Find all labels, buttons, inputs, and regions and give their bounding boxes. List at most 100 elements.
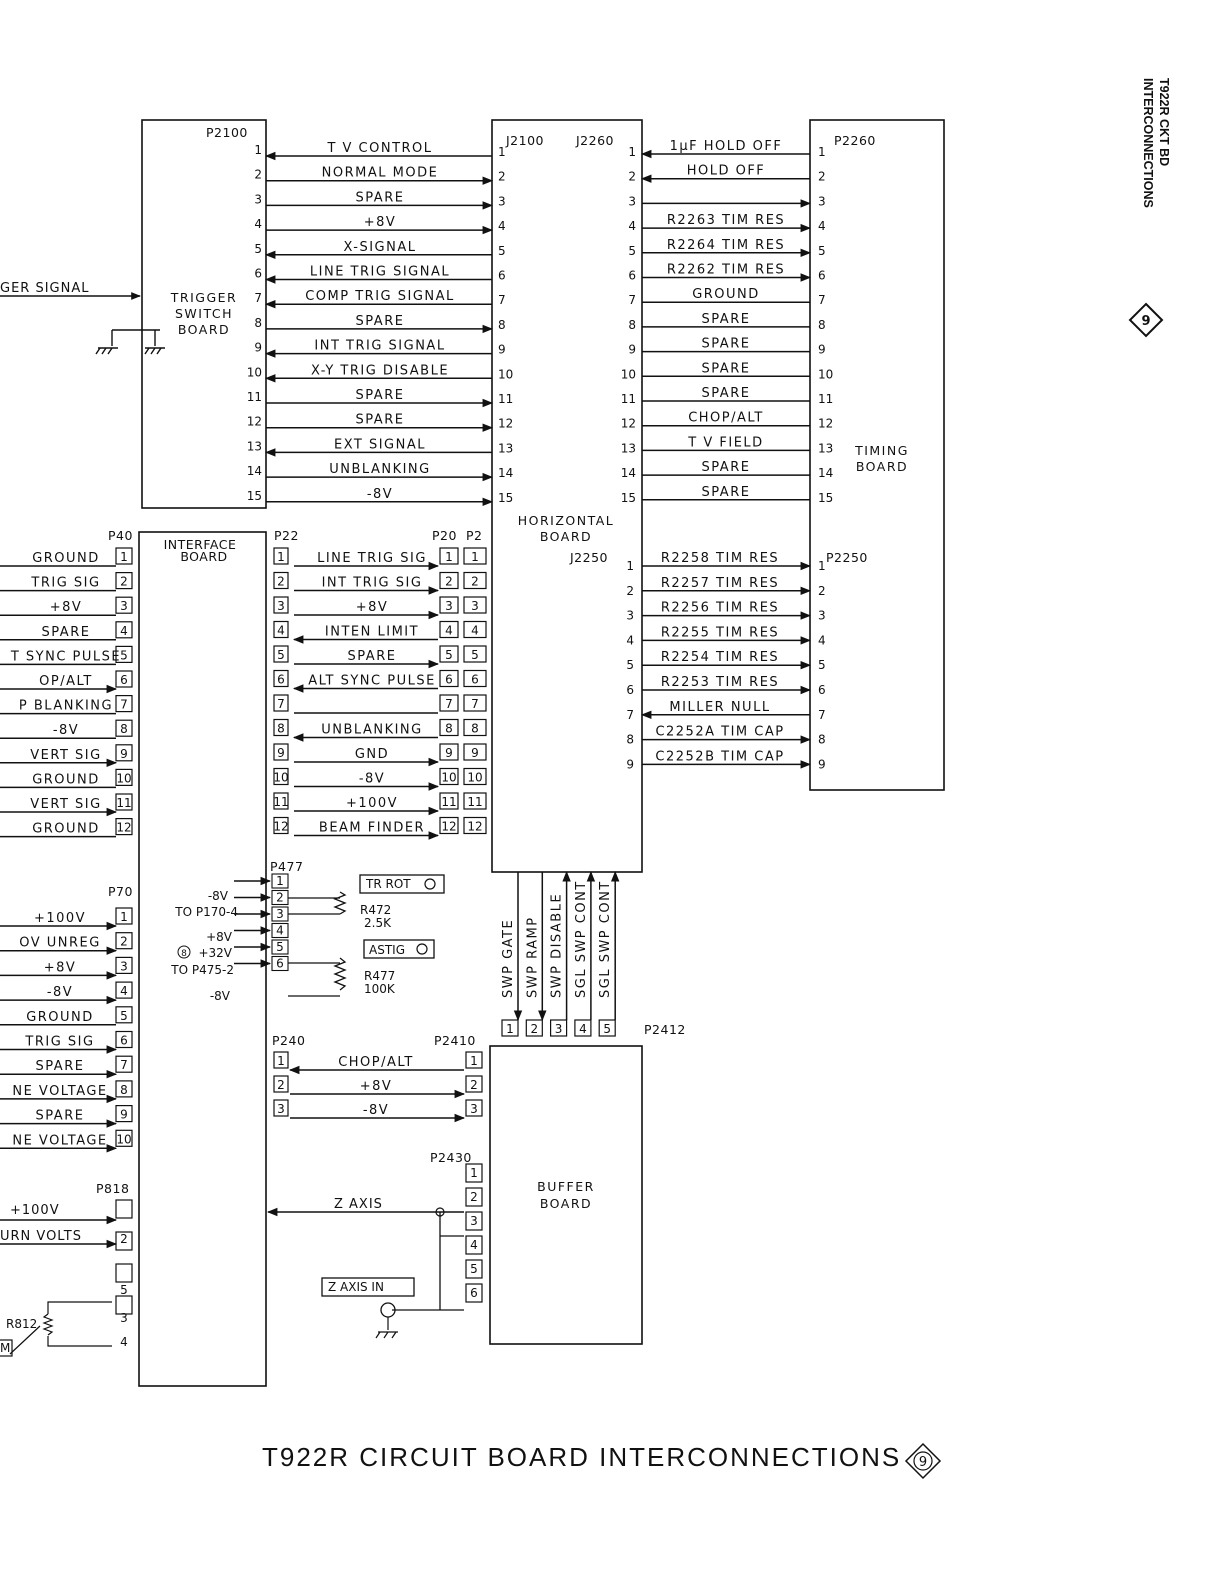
p2412-pin-box <box>598 1019 616 1037</box>
bottom-badge-icon: 9 <box>904 1442 942 1480</box>
j2250-signal-label: C2252B TIM CAP <box>655 749 784 764</box>
p2-pin-box <box>463 694 487 712</box>
p20-pin-box <box>439 547 459 565</box>
p70-pin-number: 10 <box>116 1132 131 1146</box>
p2410-label: P2410 <box>434 1033 476 1048</box>
p40-pin-box <box>115 645 133 664</box>
p2100-pin-number: 9 <box>254 341 262 355</box>
p2260-pin-number: 3 <box>818 194 826 208</box>
p40-pin-number: 1 <box>120 550 128 564</box>
p70-signal-label: SPARE <box>36 1109 85 1124</box>
j2100-signal-label: SPARE <box>356 388 405 403</box>
p818-label: P818 <box>96 1181 129 1196</box>
p70-pin-box <box>115 1104 133 1123</box>
interface-board-outline <box>138 531 267 1387</box>
p477-pin-number: 5 <box>276 940 284 954</box>
p2-pin-box <box>463 596 487 614</box>
j2260-pin-number: 4 <box>628 219 636 233</box>
p2-pin-number: 11 <box>467 795 482 809</box>
p40-pin-number: 9 <box>120 747 128 761</box>
p2-pin-number: 6 <box>471 673 479 687</box>
p477-pin-number: 4 <box>276 924 284 938</box>
p70-pin-number: 1 <box>120 910 128 924</box>
p2-pin-number: 2 <box>471 575 479 589</box>
p22-pin-box <box>273 792 289 810</box>
p20-pin-box <box>439 792 459 810</box>
astig-label: ASTIG <box>369 943 405 957</box>
p22-signal-label: +100V <box>346 796 398 811</box>
timing-board-name-1: TIMING <box>854 443 909 458</box>
p40-pin-number: 6 <box>120 673 128 687</box>
j2260-pin-number: 1 <box>628 145 636 159</box>
p20-pin-box <box>439 620 459 639</box>
p70-signal-label: +100V <box>34 911 86 926</box>
p22-signal-label: INTEN LIMIT <box>325 625 419 640</box>
j2250-signal-label: R2255 TIM RES <box>661 625 779 640</box>
horizontal-board-outline <box>491 119 643 873</box>
p70-pin-box <box>115 907 133 925</box>
j2260-signal-label: CHOP/ALT <box>688 411 764 426</box>
p2-pin-box <box>463 620 487 639</box>
p2-pin-box <box>463 645 487 663</box>
p22-pin-number: 8 <box>277 722 285 736</box>
j2250-signal-label: MILLER NULL <box>669 700 770 715</box>
p22-signal-label: INT TRIG SIG <box>322 576 423 591</box>
p240-signal-label: CHOP/ALT <box>338 1055 414 1070</box>
j2100-signal-label: SPARE <box>356 413 405 428</box>
j2260-signal-label: SPARE <box>702 361 751 376</box>
p22-pin-box <box>273 669 289 688</box>
p70-pin-number: 2 <box>120 935 128 949</box>
bottom-badge-number: 9 <box>919 1455 927 1470</box>
p22-pin-box <box>273 694 289 712</box>
p70-signal-label: GROUND <box>26 1010 94 1025</box>
p2260-pin-number: 13 <box>818 441 833 455</box>
p70-pin-box <box>115 1006 133 1024</box>
p240-signal-label: -8V <box>363 1103 389 1118</box>
p40-pin-number: 8 <box>120 722 128 736</box>
p22-pin-box <box>273 743 289 761</box>
p2-pin-number: 1 <box>471 550 479 564</box>
j2100-pin-number: 9 <box>498 343 506 357</box>
horizontal-board-name-2: BOARD <box>540 529 592 544</box>
p40-signal-label: OP/ALT <box>39 674 93 689</box>
j2100-pin-number: 10 <box>498 367 513 381</box>
p2412-signal-label: SWP GATE <box>501 919 516 998</box>
p818-signal-2: URN VOLTS <box>0 1229 82 1244</box>
ground-icon <box>375 1317 398 1339</box>
p20-pin-number: 3 <box>445 599 453 613</box>
p2410-pin-box <box>465 1075 483 1093</box>
p70-pin-number: 5 <box>120 1009 128 1023</box>
p40-pin-number: 11 <box>116 796 131 810</box>
j2100-pin-number: 13 <box>498 441 513 455</box>
p2410-pin-box <box>465 1099 483 1117</box>
j2260-signal-label: HOLD OFF <box>687 164 766 179</box>
p2250-pin-number: 6 <box>818 683 826 697</box>
p22-signal-label: -8V <box>359 772 385 787</box>
p22-pin-box <box>273 620 289 639</box>
p2260-label: P2260 <box>834 133 876 148</box>
p2260-pin-number: 4 <box>818 219 826 233</box>
p20-pin-number: 7 <box>445 697 453 711</box>
p2100-pin-number: 15 <box>247 489 262 503</box>
p22-pin-number: 1 <box>277 550 285 564</box>
j2260-signal-label: R2262 TIM RES <box>667 263 785 278</box>
p2-pin-box <box>463 792 487 810</box>
j2250-pin-number: 3 <box>626 609 634 623</box>
j2260-signal-label: R2263 TIM RES <box>667 213 785 228</box>
side-badge-icon: 9 <box>1128 302 1164 338</box>
p20-pin-number: 5 <box>445 648 453 662</box>
p2-pin-number: 8 <box>471 722 479 736</box>
p20-pin-number: 6 <box>445 673 453 687</box>
p2410-pin-number: 1 <box>470 1054 478 1068</box>
p477-pin-number: 2 <box>276 891 284 905</box>
p2-pin-box <box>463 718 487 737</box>
p70-signal-label: -8V <box>47 985 73 1000</box>
p2430-label: P2430 <box>430 1150 472 1165</box>
p2250-pin-number: 9 <box>818 757 826 771</box>
j2250-signal-label: R2254 TIM RES <box>661 650 779 665</box>
p2-pin-number: 5 <box>471 648 479 662</box>
